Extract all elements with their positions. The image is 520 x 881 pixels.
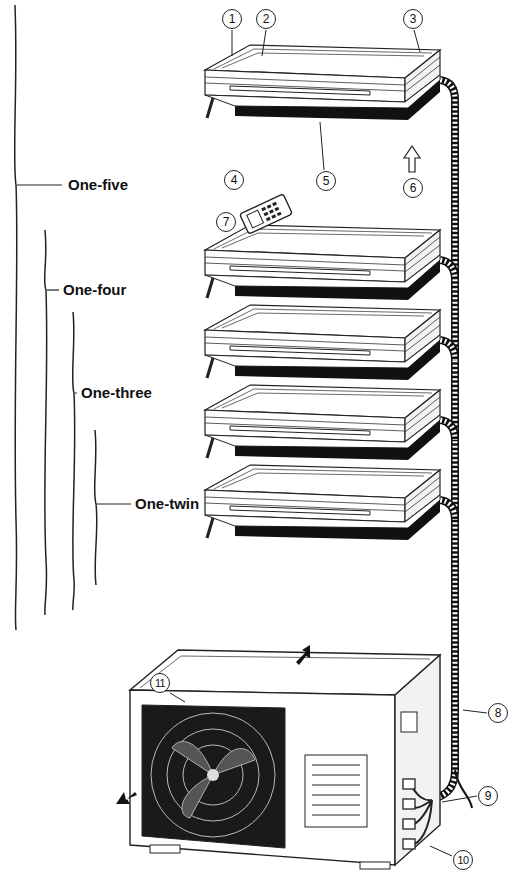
fan-guard <box>151 713 275 837</box>
remote-button <box>271 214 276 218</box>
indoor-unit <box>205 465 440 540</box>
callout-number: 7 <box>216 212 236 232</box>
bracket-tick <box>97 503 131 504</box>
indoor-unit <box>205 305 440 380</box>
bracket-tick <box>47 289 59 290</box>
unit-count-label: One-four <box>61 281 128 299</box>
pipe-coil <box>440 260 455 520</box>
callout-number: 5 <box>316 171 336 191</box>
callout-number: 3 <box>403 9 423 29</box>
valve <box>403 779 415 789</box>
leader-line <box>430 846 452 856</box>
unit-count-label: One-three <box>79 384 154 402</box>
service-valves <box>403 779 432 849</box>
leader-line <box>442 796 477 802</box>
leader-line <box>320 122 324 170</box>
leader-line <box>414 30 420 52</box>
indoor-unit <box>205 225 440 300</box>
side-louvers <box>305 755 367 827</box>
drain-hose <box>455 770 472 808</box>
fan-grille <box>142 705 285 848</box>
outdoor-unit <box>130 650 440 869</box>
pipe-branch <box>440 260 455 520</box>
airflow-arrow <box>116 792 137 804</box>
valve <box>403 839 415 849</box>
leader-lines <box>170 30 487 856</box>
louver-frame <box>305 755 367 827</box>
callout-number: 4 <box>224 170 244 190</box>
bracket-line <box>73 312 75 610</box>
remote-button <box>272 202 277 206</box>
outdoor-front <box>130 690 395 865</box>
louver <box>312 805 360 806</box>
callout-number: 10 <box>453 850 473 870</box>
bracket-line <box>95 430 97 585</box>
bracket-line <box>45 230 47 615</box>
leader-line <box>463 710 487 713</box>
remote-body <box>240 194 293 234</box>
valve <box>403 799 415 809</box>
remote-buttons <box>261 202 281 221</box>
callout-number: 1 <box>222 9 242 29</box>
outdoor-edge <box>140 656 430 688</box>
fan-guard <box>167 729 259 821</box>
callout-number: 9 <box>478 786 498 806</box>
remote-button <box>267 204 272 208</box>
leader-line <box>170 693 185 702</box>
outdoor-side <box>395 655 440 865</box>
remote-button <box>274 207 279 211</box>
remote-controller <box>240 194 293 234</box>
bracket-tick <box>75 392 77 393</box>
indoor-unit <box>205 45 440 120</box>
valve <box>403 819 415 829</box>
remote-button <box>277 212 282 216</box>
nameplate <box>401 712 417 732</box>
louver <box>312 785 360 786</box>
indoor-unit <box>205 385 440 460</box>
remote-button <box>261 207 266 211</box>
airflow-arrow <box>404 146 420 172</box>
bracket-line <box>15 5 17 630</box>
fan-hub <box>207 769 219 781</box>
bracket-tick <box>17 184 62 185</box>
unit-count-label: One-five <box>66 176 130 194</box>
remote-button <box>269 209 274 213</box>
louver <box>312 775 360 776</box>
remote-display <box>247 210 264 228</box>
callout-number: 8 <box>488 703 508 723</box>
louver <box>312 795 360 796</box>
valve-pipe <box>410 785 432 845</box>
foot <box>150 845 180 853</box>
callout-number: 11 <box>150 673 170 693</box>
airflow-arrow <box>296 645 310 665</box>
fan-blade <box>172 741 255 818</box>
callout-number: 2 <box>256 9 276 29</box>
louver <box>312 815 360 816</box>
foot <box>360 862 390 869</box>
unit-count-label: One-twin <box>133 495 201 513</box>
remote-button <box>266 217 271 221</box>
leader-line <box>262 30 266 56</box>
outdoor-top <box>130 650 440 695</box>
leader-line <box>232 30 233 56</box>
louver <box>312 765 360 766</box>
remote-button <box>264 212 269 216</box>
callout-number: 6 <box>403 178 423 198</box>
